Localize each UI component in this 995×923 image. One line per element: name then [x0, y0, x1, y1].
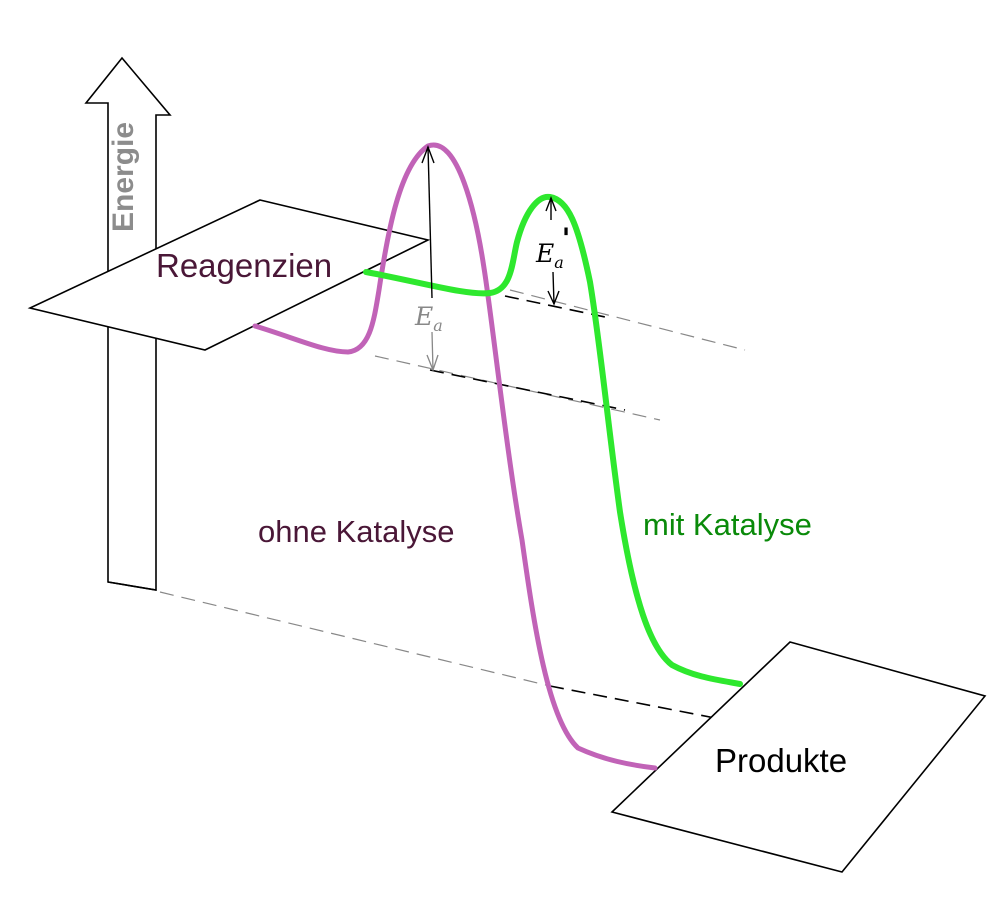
uncatalyzed-curve: [252, 142, 658, 771]
energy-axis-label: Energie: [107, 122, 140, 232]
uncatalyzed-label: ohne Katalyse: [258, 514, 454, 549]
reactants-plane: [27, 199, 431, 351]
products-label: Produkte: [715, 742, 847, 779]
products-plane: [610, 641, 987, 873]
ea-label-catalyzed: Ea': [535, 222, 570, 272]
projection-lines: [159, 289, 746, 687]
catalyzed-label: mit Katalyse: [643, 507, 812, 542]
reactants-label: Reagenzien: [156, 247, 332, 284]
catalyzed-curve: [363, 193, 743, 687]
ea-arrow-uncatalyzed: [421, 145, 439, 372]
ea-arrow-catalyzed: [545, 196, 560, 306]
level-dash-lines: [429, 295, 716, 719]
ea-label-uncatalyzed: Ea: [414, 302, 443, 335]
